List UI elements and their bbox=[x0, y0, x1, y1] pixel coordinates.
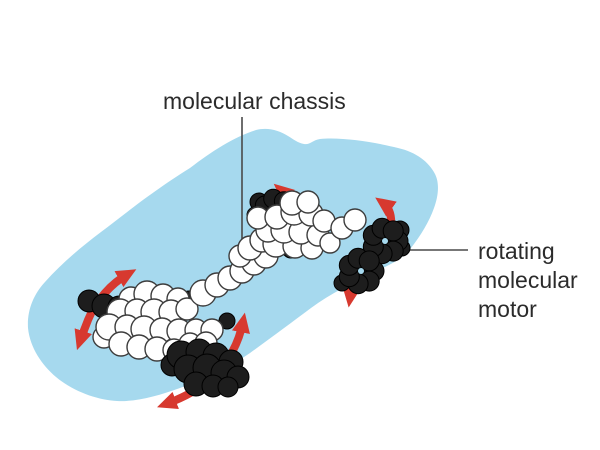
motor-label-line3: motor bbox=[478, 296, 537, 322]
motor-label-line1: rotating bbox=[478, 238, 555, 264]
atom bbox=[382, 220, 404, 242]
atom bbox=[319, 232, 341, 254]
motor-hub bbox=[382, 238, 388, 244]
atom bbox=[358, 250, 380, 272]
wheel-front-left bbox=[160, 338, 250, 398]
wheel-front-right-motor bbox=[333, 217, 411, 295]
chassis-label: molecular chassis bbox=[163, 88, 346, 114]
motor-label: rotating molecular motor bbox=[478, 238, 578, 322]
atom bbox=[296, 190, 320, 214]
motor-label-line2: molecular bbox=[478, 267, 578, 293]
atom bbox=[343, 208, 367, 232]
rotation-arrow-icon bbox=[74, 269, 137, 351]
atom bbox=[217, 376, 239, 398]
motor-hub bbox=[358, 268, 364, 274]
atom bbox=[175, 297, 199, 321]
